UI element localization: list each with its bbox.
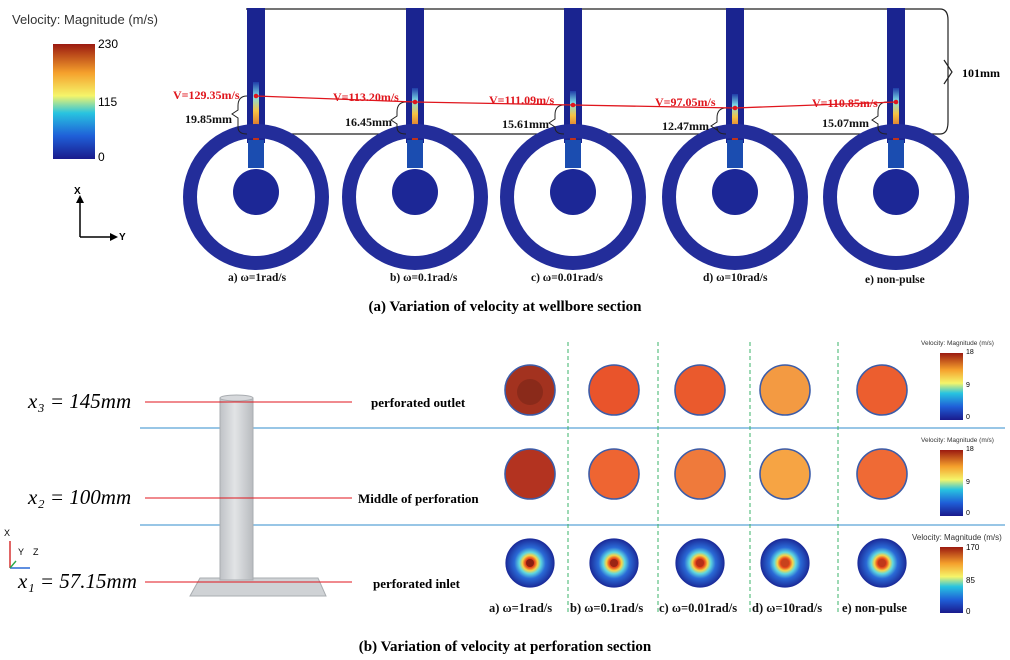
- axis-b-z-label: Z: [33, 547, 39, 557]
- velocity-label-2: V=113.20m/s: [333, 90, 399, 104]
- legend-outlet-mid: 9: [966, 382, 970, 389]
- perforation-cylinder-model: [189, 394, 327, 597]
- legend-middle-max: 18: [966, 446, 974, 453]
- section-x1-label: x₁ = 57.15mm: [18, 569, 137, 593]
- outlet-section-2: [588, 364, 640, 416]
- outlet-section-5: [856, 364, 908, 416]
- depth-label-5: 15.07mm: [822, 116, 869, 130]
- legend-a-title: Velocity: Magnitude (m/s): [12, 12, 158, 27]
- velocity-label-3: V=111.09m/s: [489, 93, 555, 107]
- legend-middle-title: Velocity: Magnitude (m/s): [921, 437, 994, 444]
- depth-label-4: 12.47mm: [662, 119, 709, 133]
- middle-section-2: [588, 448, 640, 500]
- inlet-core-1: [526, 559, 534, 567]
- legend-inlet-min: 0: [966, 607, 971, 616]
- case-label-b-3: c) ω=0.01rad/s: [659, 601, 738, 615]
- case-label-a-1: a) ω=1rad/s: [228, 272, 287, 284]
- case-label-b-5: e) non-pulse: [842, 601, 907, 615]
- middle-section-3: [674, 448, 726, 500]
- legend-a-colorbar: [53, 44, 95, 159]
- legend-inlet-colorbar: [940, 547, 963, 613]
- axis-b-y-label: Y: [18, 547, 25, 557]
- inlet-core-4: [781, 559, 789, 567]
- axis-a-y-label: Y: [119, 232, 126, 243]
- case-label-a-2: b) ω=0.1rad/s: [390, 272, 458, 284]
- depth-label-2: 16.45mm: [345, 115, 392, 129]
- middle-section-4: [759, 448, 811, 500]
- legend-middle-mid: 9: [966, 479, 970, 486]
- legend-outlet-colorbar: [940, 353, 963, 420]
- legend-middle-colorbar: [940, 450, 963, 516]
- case-label-b-1: a) ω=1rad/s: [489, 601, 553, 615]
- section-middle-name: Middle of perforation: [358, 491, 479, 506]
- column-separators: [567, 342, 839, 614]
- velocity-trend-line: [255, 95, 897, 109]
- legend-inlet-mid: 85: [966, 576, 975, 585]
- legend-a-min: 0: [98, 150, 105, 164]
- legend-outlet-title: Velocity: Magnitude (m/s): [921, 340, 994, 347]
- outlet-core-1: [517, 379, 543, 405]
- height-brace: [943, 59, 953, 85]
- outlet-section-4: [759, 364, 811, 416]
- legend-a-mid: 115: [98, 95, 118, 109]
- velocity-label-5: V=110.85m/s: [812, 96, 878, 110]
- caption-b: (b) Variation of velocity at perforation…: [358, 639, 652, 655]
- outlet-section-3: [674, 364, 726, 416]
- case-label-b-4: d) ω=10rad/s: [752, 601, 823, 615]
- case-label-b-2: b) ω=0.1rad/s: [570, 601, 644, 615]
- case-label-a-4: d) ω=10rad/s: [703, 272, 768, 284]
- case-label-a-5: e) non-pulse: [865, 274, 925, 286]
- perforation-region-bracket: [246, 8, 949, 135]
- axis-triad-a: [76, 195, 118, 241]
- legend-inlet-max: 170: [966, 543, 980, 552]
- legend-inlet-title: Velocity: Magnitude (m/s): [912, 533, 1002, 542]
- axis-triad-b: [9, 541, 30, 569]
- axis-a-x-label: X: [74, 186, 81, 197]
- inlet-core-5: [878, 559, 886, 567]
- inlet-core-2: [610, 559, 618, 567]
- inlet-core-3: [696, 559, 704, 567]
- middle-section-1: [504, 448, 556, 500]
- total-height-label: 101mm: [962, 66, 1000, 80]
- legend-a-max: 230: [98, 37, 119, 51]
- section-outlet-name: perforated outlet: [371, 395, 466, 410]
- depth-label-3: 15.61mm: [502, 117, 549, 131]
- velocity-label-4: V=97.05m/s: [655, 95, 716, 109]
- middle-section-5: [856, 448, 908, 500]
- legend-outlet-min: 0: [966, 414, 970, 421]
- wellbore-case-5: [823, 8, 969, 270]
- depth-label-1: 19.85mm: [185, 112, 232, 126]
- wellbore-case-1: [183, 8, 329, 270]
- wellbore-case-4: [662, 8, 808, 270]
- axis-b-x-label: X: [4, 528, 11, 538]
- wellbore-case-3: [500, 8, 646, 270]
- section-x3-label: x₃ = 145mm: [28, 389, 132, 413]
- section-inlet-name: perforated inlet: [373, 576, 461, 591]
- caption-a: (a) Variation of velocity at wellbore se…: [368, 299, 642, 315]
- wellbore-case-2: [342, 8, 488, 270]
- legend-outlet-max: 18: [966, 349, 974, 356]
- section-x2-label: x₂ = 100mm: [28, 485, 132, 509]
- legend-middle-min: 0: [966, 510, 970, 517]
- velocity-label-1: V=129.35m/s: [173, 88, 240, 102]
- case-label-a-3: c) ω=0.01rad/s: [531, 272, 603, 284]
